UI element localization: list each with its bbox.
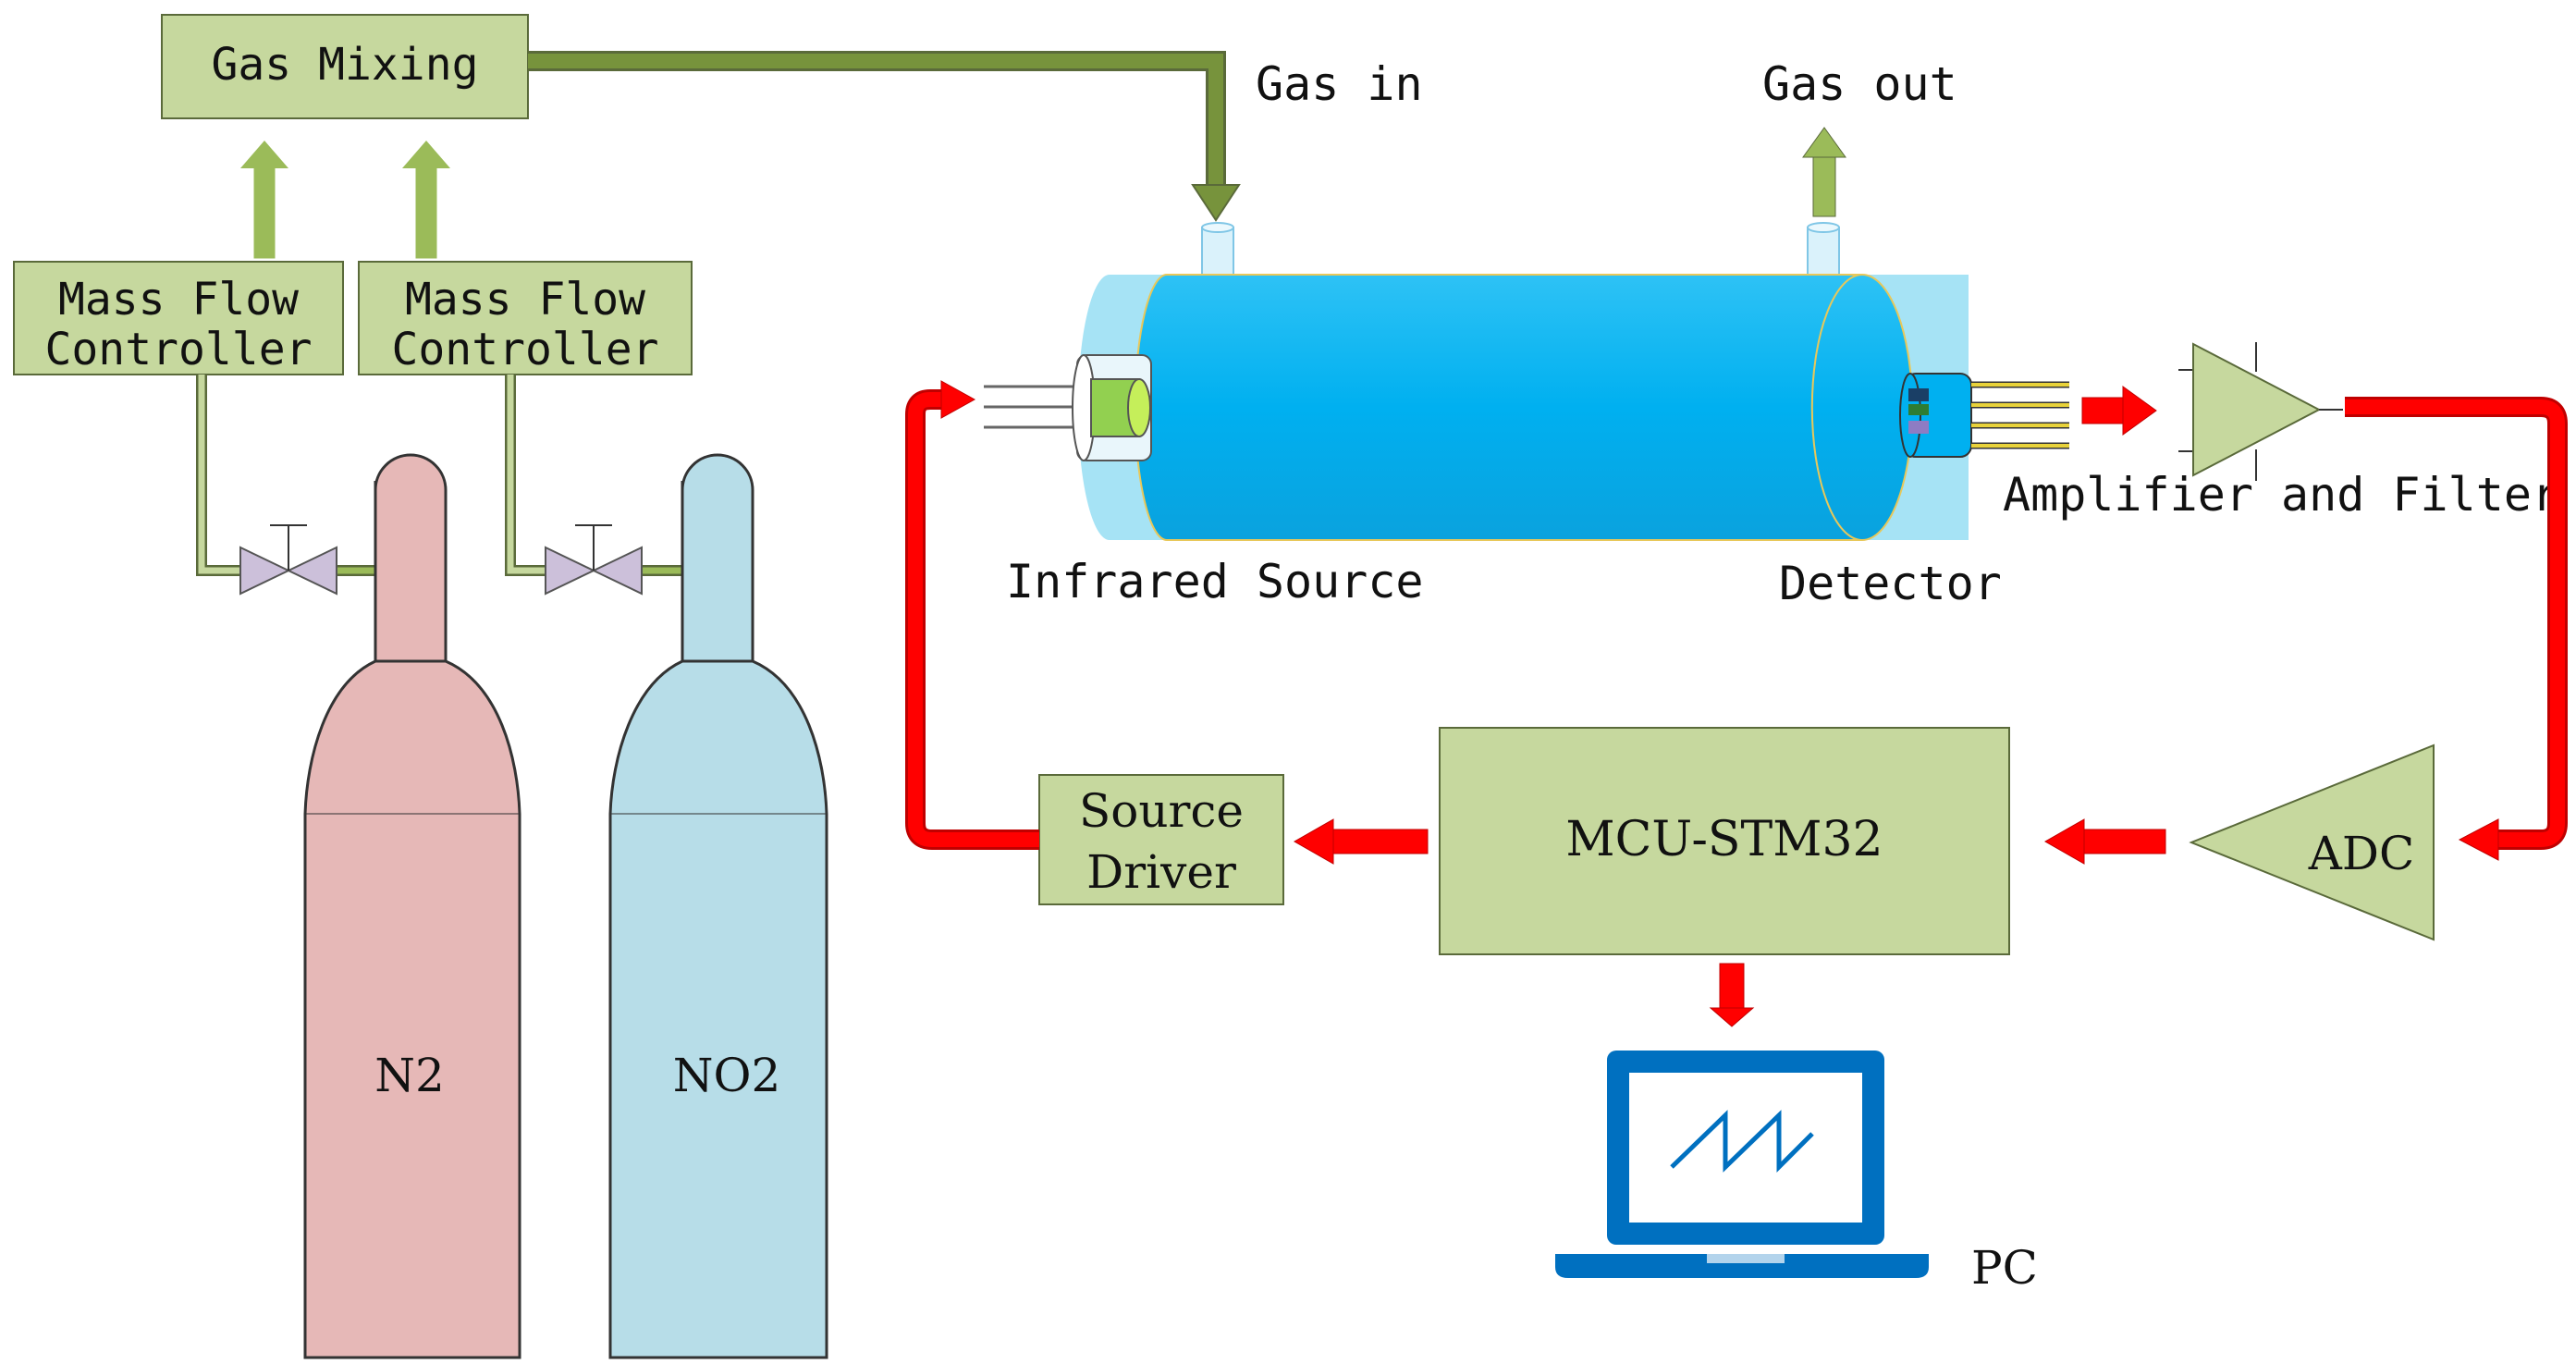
mfc2-up-arrow (402, 141, 450, 260)
mfc2-label-line1: Mass Flow (405, 274, 645, 326)
mfc1-pipe (196, 375, 379, 576)
mcu-block: MCU-STM32 (1439, 727, 2010, 955)
source-driver-block: Source Driver (1038, 774, 1284, 905)
adc-label: ADC (2308, 827, 2414, 880)
mfc1-up-arrow (240, 141, 288, 260)
amplifier-to-adc-arrow (2345, 397, 2568, 861)
gas-feed-pipe (528, 51, 1241, 222)
source-driver-label-line1: Source (1079, 784, 1244, 838)
mfc2-pipe (505, 375, 684, 576)
detector-label: Detector (1779, 557, 2002, 610)
infrared-source-icon (984, 354, 1152, 461)
pc-label: PC (1971, 1241, 2038, 1295)
driver-to-source-arrow (905, 380, 1039, 850)
adc-to-mcu-arrow (2043, 818, 2166, 865)
infrared-source-label: Infrared Source (1006, 555, 1424, 608)
amplifier-filter-label: Amplifier and Filter (2003, 468, 2559, 522)
valve-1-icon (239, 524, 337, 596)
gas-inlet-port (1201, 227, 1234, 276)
n2-label: N2 (374, 1049, 445, 1102)
mcu-to-driver-arrow (1293, 818, 1429, 865)
gas-mixing-block: Gas Mixing (161, 14, 529, 119)
detector-icon (1899, 373, 2069, 458)
laptop-icon (1555, 1051, 1929, 1278)
gas-out-label: Gas out (1762, 57, 1957, 111)
amplifier-icon (2178, 342, 2343, 481)
mcu-label: MCU-STM32 (1565, 812, 1883, 867)
gas-mixing-label: Gas Mixing (212, 39, 479, 91)
mass-flow-controller-2: Mass Flow Controller (358, 261, 693, 375)
mfc1-label-line2: Controller (45, 324, 313, 375)
gas-in-label: Gas in (1256, 57, 1423, 111)
detector-to-amplifier-arrow (2081, 386, 2157, 436)
gas-outlet-port (1807, 227, 1840, 276)
gas-cell (1077, 222, 1969, 541)
source-driver-label-line2: Driver (1086, 845, 1236, 899)
mfc1-label-line1: Mass Flow (58, 274, 299, 326)
no2-label: NO2 (673, 1049, 781, 1102)
mfc2-label-line2: Controller (392, 324, 659, 375)
valve-2-icon (545, 524, 643, 596)
gas-in-arrowhead (1191, 184, 1241, 222)
no2-cylinder: NO2 (608, 453, 828, 1359)
gas-out-arrow (1802, 127, 1846, 217)
adc-block: ADC (2189, 743, 2435, 941)
mass-flow-controller-1: Mass Flow Controller (13, 261, 344, 375)
n2-cylinder: N2 (303, 453, 521, 1359)
mcu-to-pc-arrow (1709, 963, 1755, 1027)
